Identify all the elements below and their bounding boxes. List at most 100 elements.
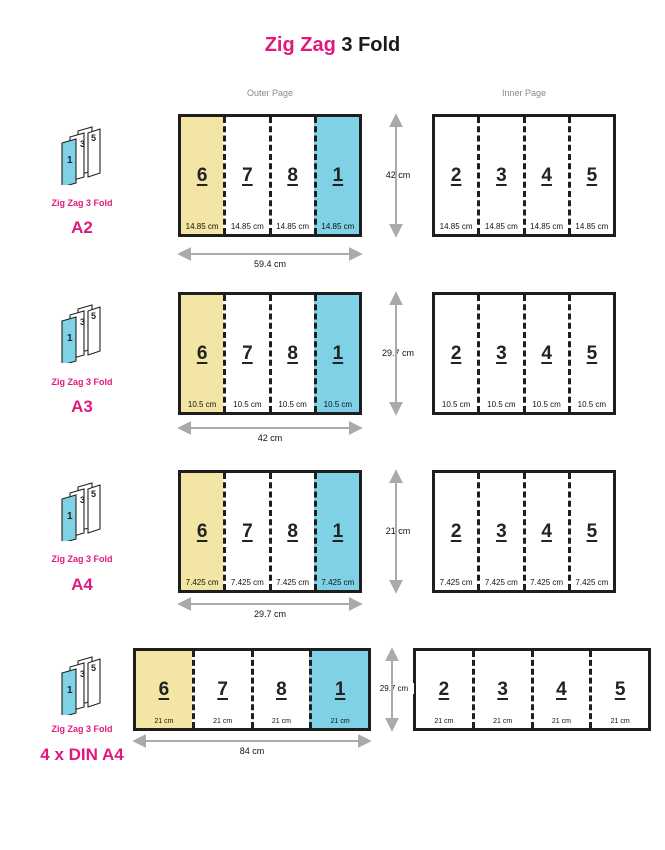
fold-type-label: Zig Zag 3 Fold — [51, 724, 113, 734]
page-number: 8 — [287, 520, 298, 542]
inner-page-5: 5 10.5 cm — [567, 295, 613, 412]
panel-width-label: 10.5 cm — [441, 400, 471, 409]
page-number: 8 — [287, 164, 298, 186]
page-number: 1 — [334, 678, 346, 700]
panel-width-label: 7.425 cm — [439, 578, 473, 587]
page-number: 3 — [496, 164, 507, 186]
format-name-label: A3 — [71, 397, 93, 416]
svg-text:3: 3 — [80, 495, 85, 505]
inner-page-4: 4 14.85 cm — [522, 117, 568, 234]
inner-page-2: 2 7.425 cm — [435, 473, 477, 590]
panel-width-label: 10.5 cm — [278, 400, 307, 409]
panel-width-label: 14.85 cm — [530, 222, 564, 231]
inner-page-2: 2 21 cm — [416, 651, 472, 728]
format-name-label: 4 x DIN A4 — [40, 745, 124, 764]
page-number: 4 — [556, 678, 567, 700]
page-number: 7 — [242, 164, 253, 186]
panel-width-label: 7.425 cm — [575, 578, 609, 587]
panel-width-label: 21 cm — [213, 718, 233, 725]
page-number: 5 — [614, 678, 626, 700]
panel-width-label: 21 cm — [434, 718, 454, 725]
page-number: 6 — [196, 520, 208, 542]
page-title: Zig Zag 3 Fold — [0, 34, 665, 57]
svg-text:5: 5 — [91, 133, 96, 143]
panel-width-label: 10.5 cm — [577, 400, 607, 409]
fold-type-label: Zig Zag 3 Fold — [51, 198, 113, 208]
fold-type-label: Zig Zag 3 Fold — [51, 377, 113, 387]
panel-width-label: 21 cm — [493, 718, 513, 725]
panel-width-label: 10.5 cm — [187, 400, 217, 409]
panel-width-label: 21 cm — [271, 718, 291, 725]
panel-width-label: 21 cm — [330, 718, 350, 725]
page-number: 7 — [242, 520, 253, 542]
inner-page-3: 3 21 cm — [471, 651, 531, 728]
outer-page-label: Outer Page — [246, 88, 294, 98]
panel-width-label: 7.425 cm — [230, 578, 264, 587]
svg-text:1: 1 — [67, 333, 73, 344]
panel-width-label: 21 cm — [551, 718, 571, 725]
panel-width-label: 21 cm — [154, 718, 174, 725]
format-name-label: A4 — [71, 575, 93, 594]
panel-width-label: 21 cm — [610, 718, 630, 725]
inner-page-3: 3 10.5 cm — [477, 295, 522, 412]
panel-width-label: 14.85 cm — [321, 222, 355, 231]
page-number: 3 — [497, 678, 508, 700]
total-width-label: 59.4 cm — [253, 259, 286, 269]
page-number: 2 — [450, 164, 462, 186]
outer-page-1: 1 10.5 cm — [313, 295, 359, 412]
page-number: 3 — [496, 342, 507, 364]
panel-width-label: 7.425 cm — [484, 578, 518, 587]
page-number: 6 — [196, 164, 208, 186]
page-number: 4 — [541, 164, 552, 186]
page-number: 1 — [332, 342, 344, 364]
page-number: 5 — [586, 164, 598, 186]
inner-page-2: 2 10.5 cm — [435, 295, 477, 412]
panel-width-label: 14.85 cm — [276, 222, 310, 231]
inner-page-4: 4 21 cm — [530, 651, 590, 728]
page-number: 2 — [450, 342, 462, 364]
total-width-label: 42 cm — [257, 433, 283, 443]
page-number: 2 — [450, 520, 462, 542]
page-number: 5 — [586, 342, 598, 364]
format-name-label: A2 — [71, 218, 93, 237]
svg-text:5: 5 — [91, 311, 96, 321]
page-number: 2 — [438, 678, 450, 700]
total-width-label: 84 cm — [239, 746, 265, 756]
page-number: 4 — [541, 342, 552, 364]
outer-page-7: 7 7.425 cm — [223, 473, 268, 590]
svg-text:3: 3 — [80, 669, 85, 679]
svg-text:5: 5 — [91, 663, 96, 673]
page-number: 1 — [332, 164, 344, 186]
panel-width-label: 10.5 cm — [487, 400, 516, 409]
panel-width-label: 7.425 cm — [530, 578, 564, 587]
panel-width-label: 10.5 cm — [323, 400, 353, 409]
outer-page-8: 8 14.85 cm — [268, 117, 314, 234]
svg-text:1: 1 — [67, 685, 73, 696]
title-accent: Zig Zag — [264, 34, 336, 56]
panel-width-label: 7.425 cm — [321, 578, 355, 587]
panel-width-label: 10.5 cm — [233, 400, 262, 409]
svg-text:3: 3 — [80, 139, 85, 149]
